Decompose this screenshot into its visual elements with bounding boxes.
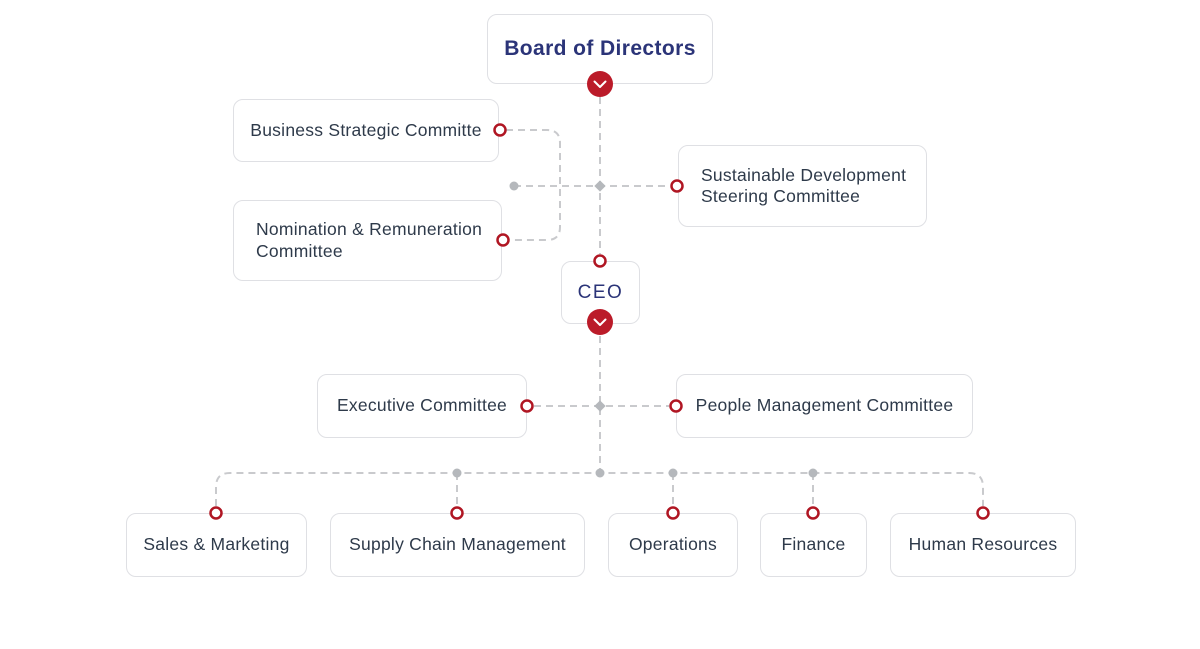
node-sustainable-development-steering-committee[interactable]: Sustainable Development Steering Committ… xyxy=(678,145,927,227)
node-label: Sales & Marketing xyxy=(143,534,290,555)
node-label: Operations xyxy=(628,534,718,555)
ceo-expand-chevron-button[interactable] xyxy=(587,309,613,335)
node-human-resources[interactable]: Human Resources xyxy=(890,513,1076,577)
node-executive-committee[interactable]: Executive Committee xyxy=(317,374,527,438)
node-operations[interactable]: Operations xyxy=(608,513,738,577)
node-label: Human Resources xyxy=(908,534,1058,555)
junction-diamond xyxy=(594,180,606,192)
junction-diamond xyxy=(594,400,606,412)
junction-dot xyxy=(668,468,678,478)
node-label: Board of Directors xyxy=(504,37,696,61)
node-board-of-directors[interactable]: Board of Directors xyxy=(487,14,713,84)
node-people-management-committee[interactable]: People Management Committee xyxy=(676,374,973,438)
chevron-down-icon xyxy=(593,318,607,326)
node-nomination-remuneration-committee[interactable]: Nomination & Remuneration Committee xyxy=(233,200,502,281)
junction-dot xyxy=(595,468,605,478)
node-label: Supply Chain Management xyxy=(349,534,566,555)
node-label: Sustainable Development Steering Committ… xyxy=(701,164,907,206)
connector-department-rail xyxy=(215,472,984,506)
junction-dot xyxy=(509,181,519,191)
junction-dot xyxy=(808,468,818,478)
node-label: Executive Committee xyxy=(336,395,508,416)
node-label: People Management Committee xyxy=(695,395,954,416)
node-supply-chain-management[interactable]: Supply Chain Management xyxy=(330,513,585,577)
junction-dot xyxy=(452,468,462,478)
board-expand-chevron-button[interactable] xyxy=(587,71,613,97)
connector-left-committee-bracket xyxy=(506,129,561,241)
node-label: Business Strategic Committe xyxy=(250,119,482,140)
node-business-strategic-committee[interactable]: Business Strategic Committe xyxy=(233,99,499,162)
node-finance[interactable]: Finance xyxy=(760,513,867,577)
node-label: CEO xyxy=(577,281,624,303)
node-label: Finance xyxy=(781,534,846,555)
node-sales-marketing[interactable]: Sales & Marketing xyxy=(126,513,307,577)
chevron-down-icon xyxy=(593,80,607,88)
node-label: Nomination & Remuneration Committee xyxy=(256,219,483,261)
